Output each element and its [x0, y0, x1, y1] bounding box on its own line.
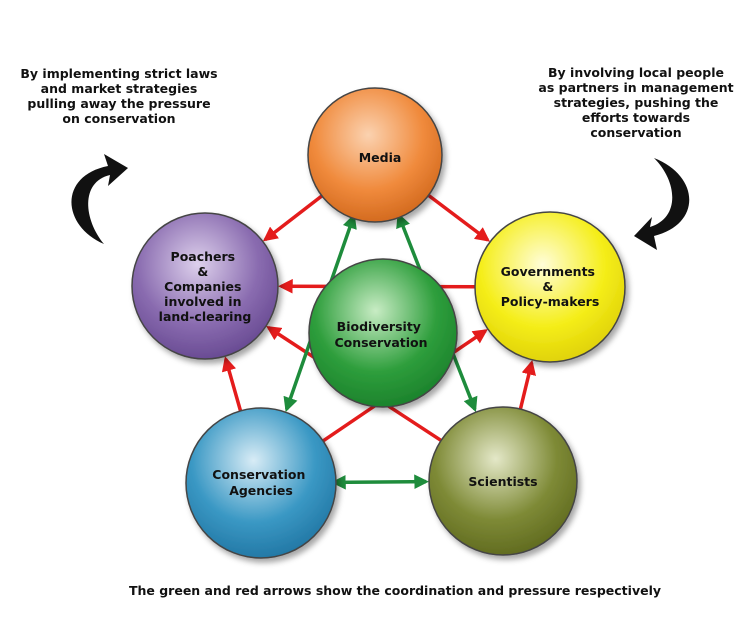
media-label: Media	[359, 150, 402, 165]
pressure-arrow-scientists-to-governments	[518, 359, 537, 412]
note-left: By implementing strict laws and market s…	[20, 66, 218, 126]
agencies-label: Conservation Agencies	[212, 467, 309, 498]
curved-arrow-left-icon	[71, 154, 128, 244]
media-node	[307, 87, 443, 223]
pressure-arrow-media-to-governments	[425, 192, 491, 242]
governments-label: Governments & Policy-makers	[501, 264, 600, 309]
poachers-label: Poachers & Companies involved in land-cl…	[159, 249, 252, 324]
governments-node	[474, 211, 626, 363]
poachers-node	[131, 212, 279, 360]
biodiversity-node	[308, 258, 458, 408]
caption: The green and red arrows show the coordi…	[128, 583, 662, 598]
note-right: By involving local people as partners in…	[538, 65, 734, 140]
pressure-arrow-media-to-poachers	[262, 193, 325, 242]
biodiversity-label: Biodiversity Conservation	[334, 319, 427, 350]
scientists-node	[428, 406, 578, 556]
scientists-label: Scientists	[468, 474, 537, 489]
agencies-node	[185, 407, 337, 559]
pressure-arrow-agencies-to-poachers	[221, 356, 243, 414]
coordination-arrow-agencies-scientists	[331, 474, 429, 490]
curved-arrow-right-icon	[634, 158, 690, 250]
